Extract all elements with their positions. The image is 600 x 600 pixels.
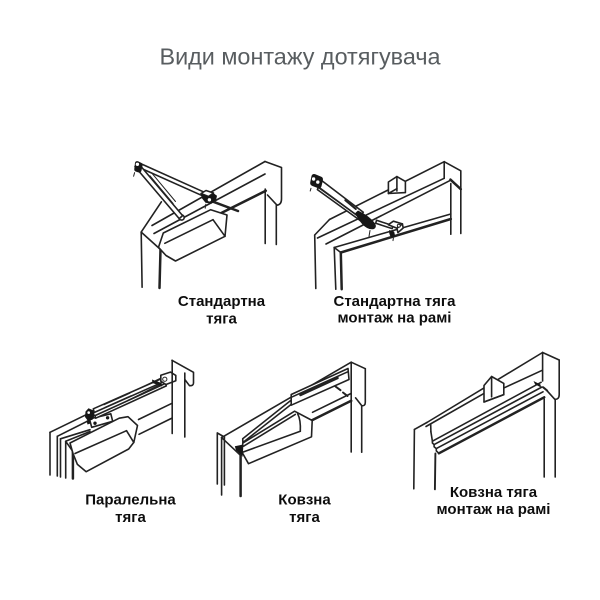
svg-text:Стандартна тяга: Стандартна тяга <box>333 293 456 310</box>
svg-text:монтаж на рамі: монтаж на рамі <box>437 501 551 518</box>
svg-text:Ковзна тяга: Ковзна тяга <box>450 484 538 501</box>
svg-text:монтаж на рамі: монтаж на рамі <box>338 310 452 327</box>
svg-text:тяга: тяга <box>206 311 237 328</box>
svg-text:Стандартна: Стандартна <box>178 293 266 310</box>
svg-text:Ковзна: Ковзна <box>278 492 331 509</box>
svg-text:тяга: тяга <box>115 509 146 526</box>
svg-text:Види монтажу дотягувача: Види монтажу дотягувача <box>159 44 441 70</box>
svg-text:Паралельна: Паралельна <box>85 492 176 509</box>
svg-text:тяга: тяга <box>289 509 320 526</box>
